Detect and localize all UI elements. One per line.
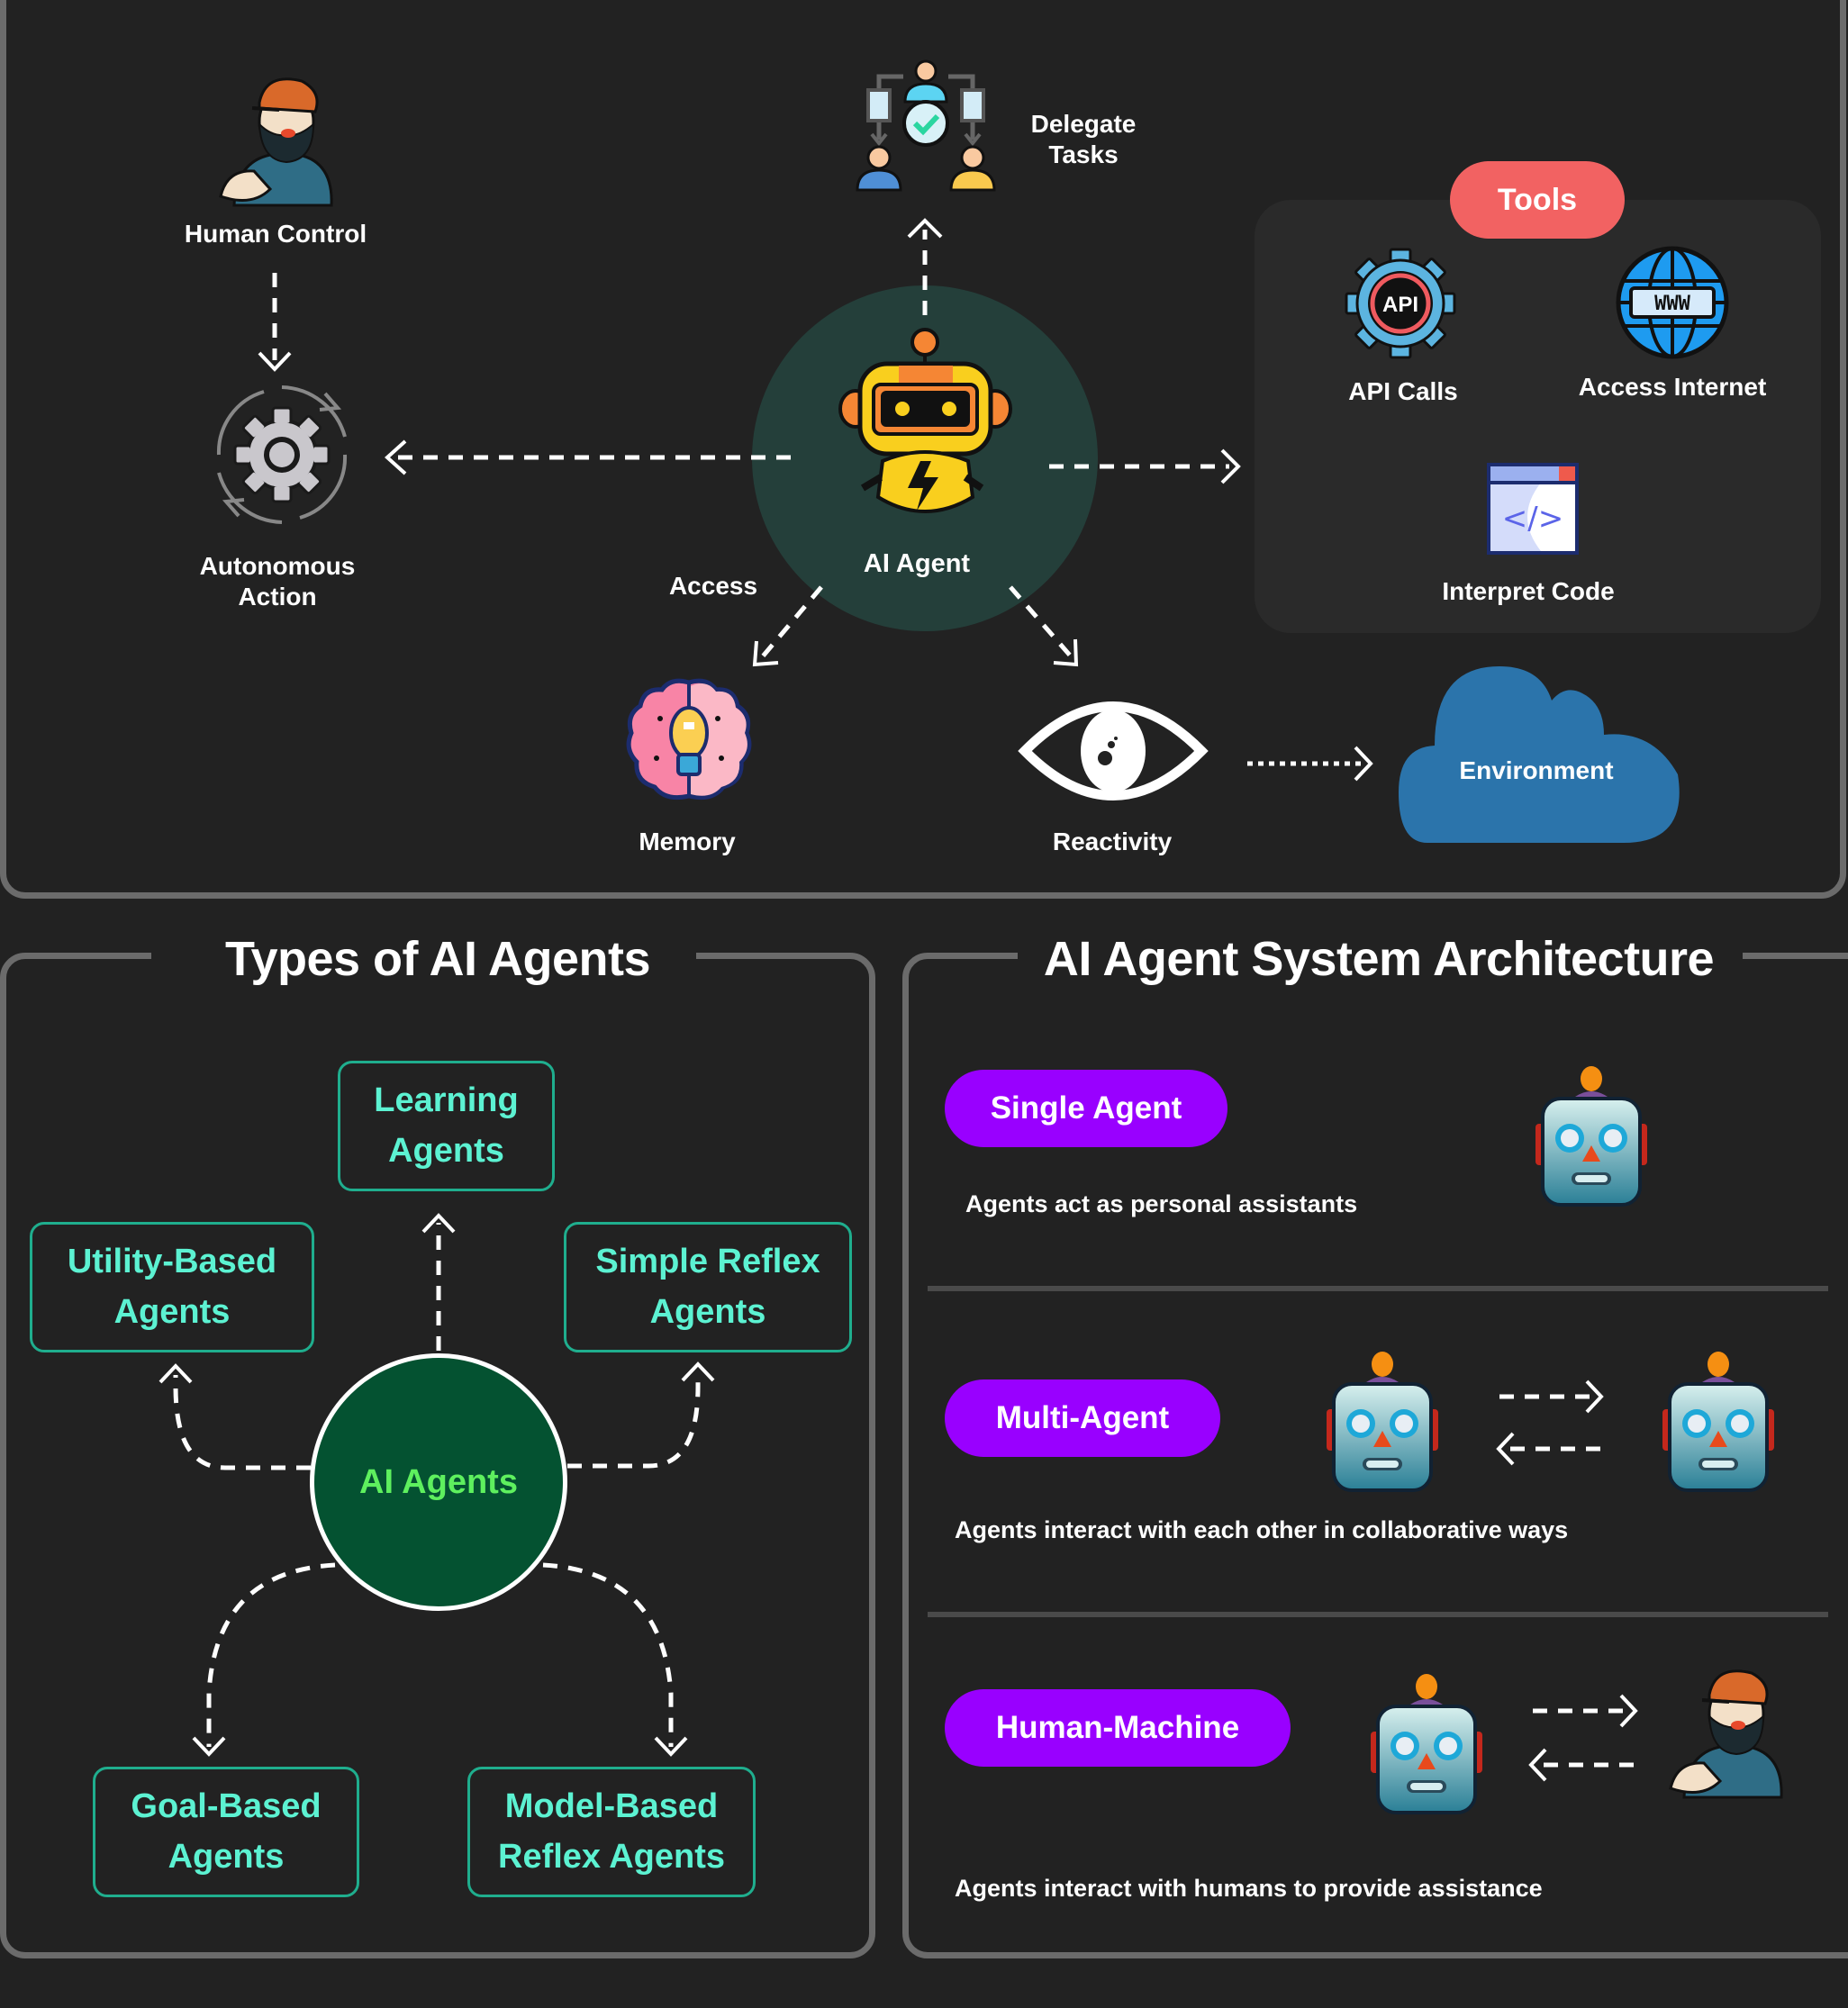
api-gear-icon: API <box>1345 248 1456 359</box>
access-internet-label: Access Internet <box>1578 373 1767 401</box>
multi-agent-pill: Multi-Agent <box>945 1379 1220 1457</box>
delegate-line1: Delegate <box>1030 110 1137 138</box>
cloud-icon <box>1399 666 1680 843</box>
ai-agent-label: AI Agent <box>863 549 971 578</box>
architecture-title-gap <box>1018 948 1743 961</box>
globe-www-icon: WWW <box>1616 246 1729 359</box>
api-calls-label: API Calls <box>1348 377 1458 405</box>
access-label: Access <box>668 572 758 600</box>
autonomous-action-line1: Autonomous <box>199 552 356 580</box>
model-line2: Reflex Agents <box>498 1837 725 1876</box>
human-control-label: Human Control <box>184 220 367 248</box>
utility-line2: Agents <box>113 1292 231 1331</box>
top-panel <box>0 0 1846 899</box>
human-machine-robot-icon <box>1363 1670 1490 1814</box>
interpret-code-label: Interpret Code <box>1442 577 1615 605</box>
code-icon-text: </> <box>1502 501 1563 537</box>
brain-bulb-icon <box>626 678 752 800</box>
single-agent-pill: Single Agent <box>945 1070 1227 1147</box>
simple-reflex-line1: Simple Reflex <box>595 1243 820 1281</box>
simple-reflex-line2: Agents <box>649 1292 766 1331</box>
human-avatar-icon <box>219 77 333 207</box>
environment-label: Environment <box>1459 756 1614 784</box>
tools-pill: Tools <box>1450 161 1625 239</box>
goal-line2: Agents <box>168 1837 285 1876</box>
autonomous-action-label: Autonomous Action <box>200 551 356 611</box>
delegate-tasks-icon <box>856 59 996 192</box>
architecture-divider-1 <box>928 1286 1828 1291</box>
human-machine-desc: Agents interact with humans to provide a… <box>955 1875 1543 1902</box>
api-icon-text: API <box>1382 293 1418 317</box>
multi-agent-desc: Agents interact with each other in colla… <box>955 1516 1569 1543</box>
delegate-line2: Tasks <box>1048 140 1119 168</box>
learning-line1: Learning <box>374 1081 519 1120</box>
types-title: Types of AI Agents <box>224 932 651 986</box>
tools-box <box>1255 200 1821 633</box>
human-machine-person-icon <box>1669 1669 1783 1799</box>
gear-cycle-icon <box>216 385 348 524</box>
types-center-circle: AI Agents <box>310 1353 567 1611</box>
code-window-icon: </> <box>1487 463 1579 555</box>
goal-line1: Goal-Based <box>131 1787 322 1826</box>
delegate-tasks-label: Delegate Tasks <box>1031 109 1137 169</box>
human-machine-pill: Human-Machine <box>945 1689 1291 1767</box>
learning-line2: Agents <box>388 1131 504 1170</box>
model-line1: Model-Based <box>504 1787 719 1826</box>
architecture-title: AI Agent System Architecture <box>1043 932 1715 986</box>
types-title-gap <box>151 948 696 961</box>
types-center-label: AI Agents <box>359 1462 518 1501</box>
single-agent-desc: Agents act as personal assistants <box>965 1190 1358 1217</box>
www-icon-text: WWW <box>1654 293 1690 315</box>
robot-icon <box>838 328 1012 513</box>
memory-label: Memory <box>639 828 736 855</box>
eye-icon <box>1018 701 1209 800</box>
architecture-divider-2 <box>928 1612 1828 1617</box>
reactivity-label: Reactivity <box>1052 828 1173 855</box>
autonomous-action-line2: Action <box>238 582 317 611</box>
utility-line1: Utility-Based <box>67 1243 277 1281</box>
